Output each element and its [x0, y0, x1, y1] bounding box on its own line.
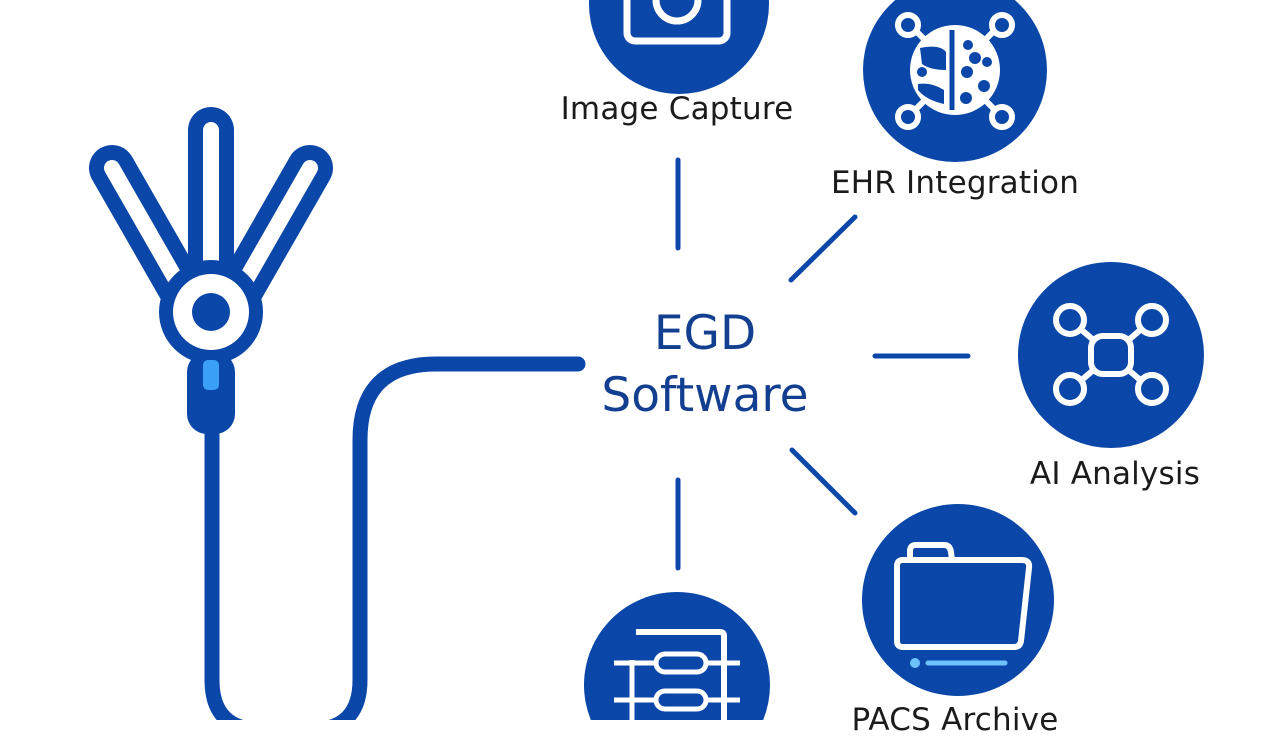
label-ehr-integration: EHR Integration [830, 165, 1080, 201]
endoscope-cable [204, 356, 586, 720]
document-workflow-icon [584, 592, 770, 720]
diagram-canvas [89, 0, 1204, 720]
folder-icon [862, 504, 1054, 696]
label-pacs-archive: PACS Archive [851, 702, 1059, 738]
camera-icon [589, 0, 769, 94]
brain-network-icon [863, 0, 1047, 162]
connector-ehr-integration [788, 214, 858, 283]
label-ai-analysis: AI Analysis [1029, 456, 1201, 492]
connector-lines [675, 157, 971, 571]
center-title: EGD Software [601, 303, 808, 427]
center-title-line1: EGD [653, 306, 757, 361]
label-image-capture: Image Capture [560, 91, 794, 127]
endoscope-icon [89, 107, 333, 434]
network-hub-icon [1018, 262, 1204, 448]
connector-pacs-archive [789, 447, 858, 516]
center-title-line2: Software [601, 368, 809, 423]
